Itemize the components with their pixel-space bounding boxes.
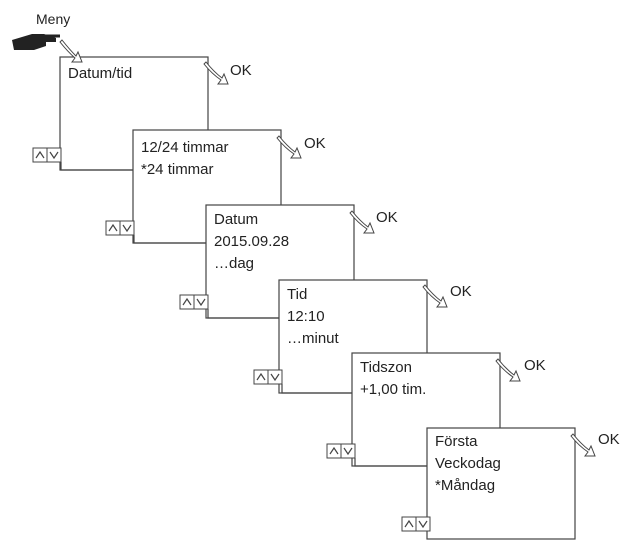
step-line: 12/24 timmar	[141, 139, 229, 156]
step-line: Veckodag	[435, 455, 501, 472]
up-down-buttons[interactable]	[253, 369, 283, 385]
pointing-hand-icon	[12, 34, 60, 50]
step-line: Datum	[214, 211, 258, 228]
step-line: 12:10	[287, 308, 325, 325]
step-line: +1,00 tim.	[360, 381, 426, 398]
step-line: …minut	[287, 330, 340, 347]
up-down-buttons[interactable]	[179, 294, 209, 310]
step-forsta-veckodag: Första Veckodag *Måndag OK	[401, 427, 620, 540]
connectors	[60, 162, 427, 467]
menu-label: Meny	[36, 11, 70, 27]
ok-label: OK	[598, 431, 620, 448]
up-down-buttons[interactable]	[32, 147, 62, 163]
step-line: Tidszon	[360, 359, 412, 376]
step-line: *24 timmar	[141, 161, 214, 178]
step-line: Första	[435, 433, 478, 450]
ok-label: OK	[376, 209, 398, 226]
ok-label: OK	[524, 357, 546, 374]
step-line: …dag	[214, 255, 254, 272]
up-down-buttons[interactable]	[105, 220, 135, 236]
ok-label: OK	[230, 62, 252, 79]
up-down-buttons[interactable]	[401, 516, 431, 532]
step-line: 2015.09.28	[214, 233, 289, 250]
step-line: Datum/tid	[68, 65, 132, 82]
up-down-buttons[interactable]	[326, 443, 356, 459]
ok-label: OK	[304, 135, 326, 152]
step-line: *Måndag	[435, 477, 495, 494]
step-line: Tid	[287, 286, 307, 303]
ok-label: OK	[450, 283, 472, 300]
ok-arrow-icons	[59, 39, 596, 457]
